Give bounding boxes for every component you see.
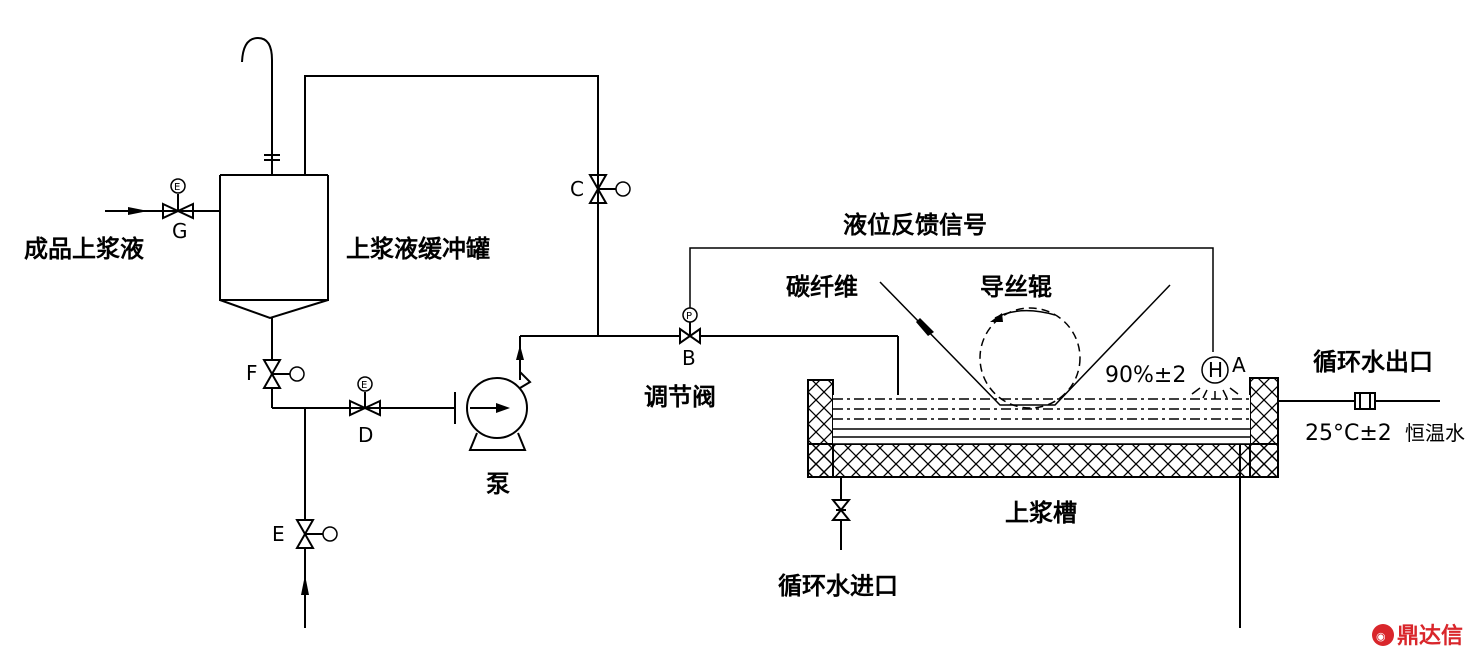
watermark-text: 鼎达信 (1397, 623, 1463, 649)
electric-actuator-label: E (174, 182, 180, 193)
valve-c-label: C (570, 177, 584, 201)
sizing-tank (807, 377, 1279, 478)
carbon-fiber (879, 281, 1171, 406)
valve-b-label: B (682, 346, 696, 370)
pump-label: 泵 (486, 469, 510, 498)
valve-d-label: D (358, 423, 373, 447)
vent-pipe (241, 36, 280, 175)
valve-f-label: F (246, 361, 258, 385)
buffer-tank (219, 174, 329, 320)
guide-roller (979, 307, 1081, 409)
regulating-valve-label: 调节阀 (644, 382, 716, 411)
finished-slurry-label: 成品上浆液 (24, 234, 144, 263)
sizing-tank-label: 上浆槽 (1005, 498, 1077, 527)
buffer-tank-label: 上浆液缓冲罐 (346, 234, 490, 263)
water-temp-suffix: 恒温水 (1405, 421, 1465, 445)
return-line (304, 75, 599, 336)
water-inlet-label: 循环水进口 (778, 571, 898, 600)
feed-line-g: E (105, 178, 220, 220)
level-feedback-label: 液位反馈信号 (843, 210, 987, 239)
valve-e-label: E (272, 522, 285, 546)
carbon-fiber-label: 碳纤维 (786, 272, 858, 301)
level-feedback-line (689, 247, 1214, 352)
level-sensor (1191, 356, 1239, 399)
pump-suction-line: E (272, 376, 455, 417)
water-inlet (830, 477, 852, 550)
drain-line-e (295, 408, 338, 628)
water-outlet (1239, 392, 1440, 628)
electric-actuator-label: E (361, 380, 367, 391)
water-outlet-label: 循环水出口 (1313, 347, 1433, 376)
valve-c (588, 174, 631, 204)
watermark-logo: ◉ (1372, 624, 1394, 646)
guide-roller-label: 导丝辊 (980, 272, 1052, 301)
pneumatic-actuator-label: P (686, 311, 692, 322)
valve-g-label: G (172, 219, 188, 243)
level-sensor-symbol: H (1208, 358, 1223, 382)
valve-f (262, 318, 305, 408)
pump (454, 336, 532, 451)
svg-text:◉: ◉ (1376, 630, 1386, 643)
water-temp-label: 25°C±2 (1305, 421, 1392, 446)
level-setting-label: 90%±2 (1105, 363, 1186, 388)
valve-a-label: A (1232, 353, 1246, 377)
